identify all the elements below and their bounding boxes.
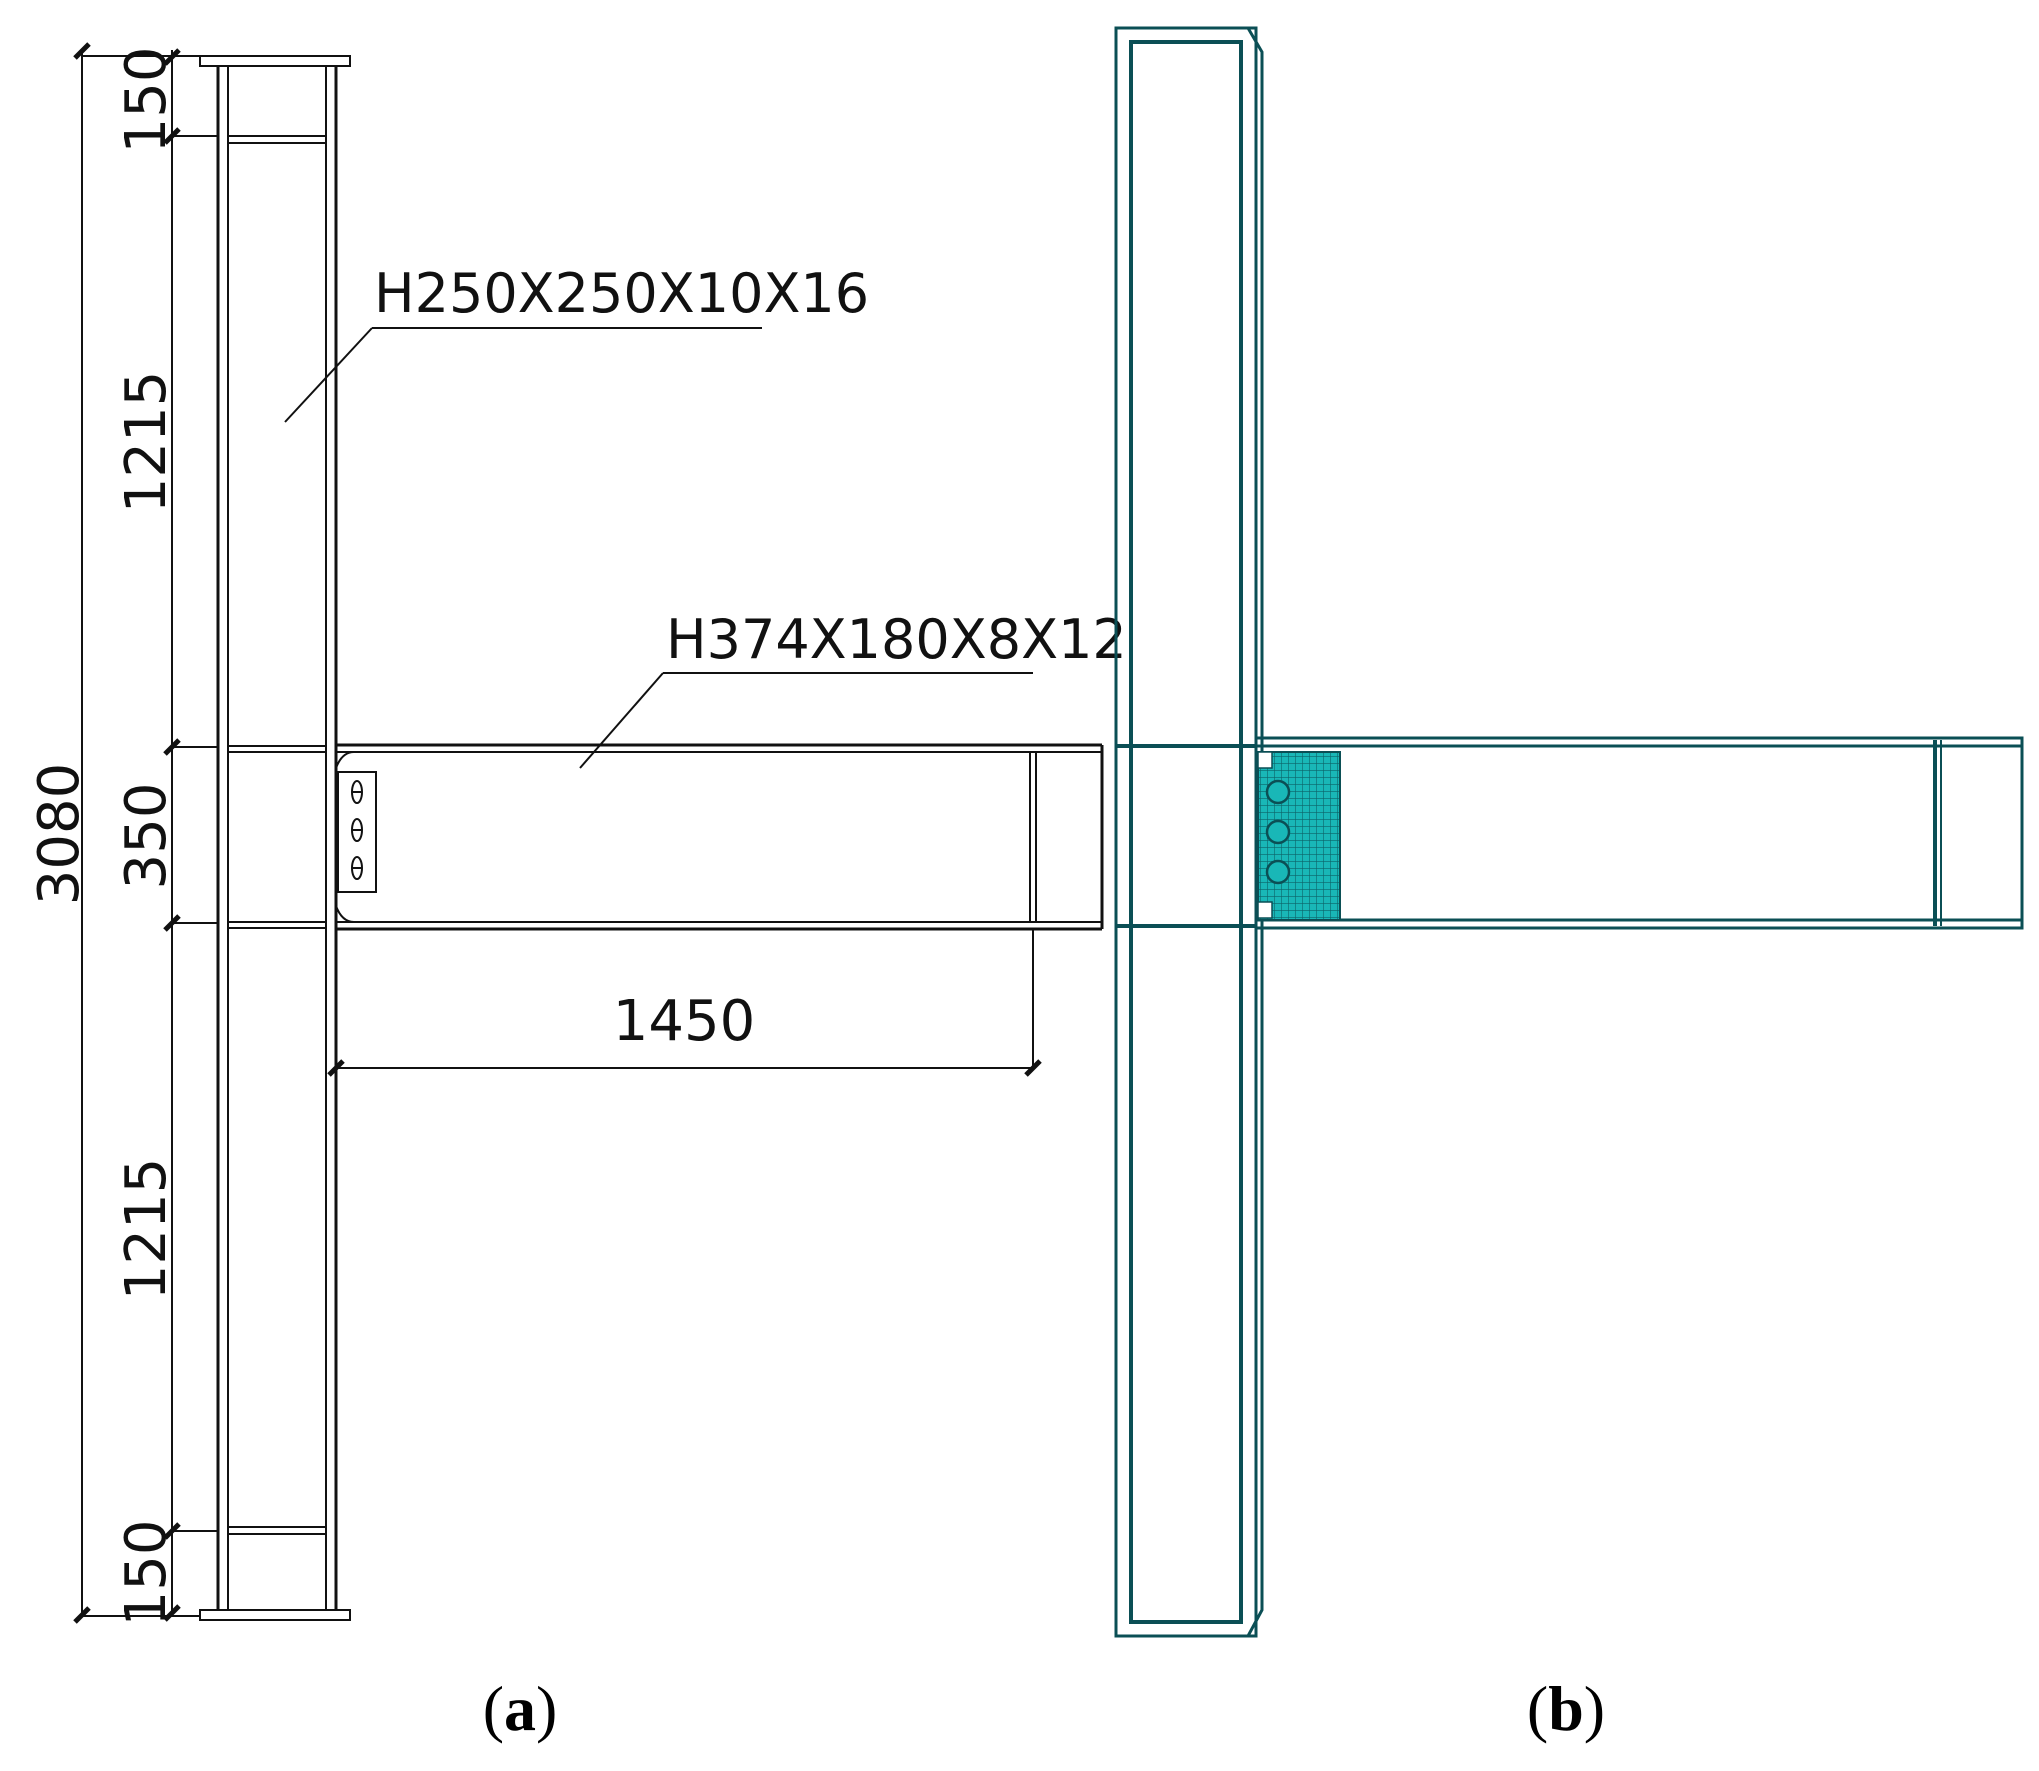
svg-text:H374X180X8X12: H374X180X8X12 xyxy=(666,608,1127,671)
svg-text:3080: 3080 xyxy=(27,763,92,906)
panel-a-caption: (a) xyxy=(483,1673,558,1744)
svg-text:1215: 1215 xyxy=(114,371,179,514)
panel-b-mesh: (b) xyxy=(1114,26,2024,1744)
svg-text:1450: 1450 xyxy=(613,989,756,1054)
svg-text:1215: 1215 xyxy=(114,1158,179,1301)
panel-a-drawing: H250X250X10X16 H374X180X8X12 3080 xyxy=(27,42,1127,1744)
segment-dimensions: 150 1215 350 1215 150 xyxy=(114,47,218,1627)
column-drawing xyxy=(199,55,351,1621)
shear-tab xyxy=(337,771,377,893)
bolt-icon xyxy=(351,780,363,880)
bolt-icon xyxy=(1265,779,1291,885)
svg-text:350: 350 xyxy=(114,783,179,890)
column-mesh xyxy=(1114,26,1264,1638)
svg-text:H250X250X10X16: H250X250X10X16 xyxy=(374,262,869,325)
beam-section-label: H374X180X8X12 xyxy=(579,608,1127,769)
svg-text:150: 150 xyxy=(114,1520,179,1627)
column-section-label: H250X250X10X16 xyxy=(284,262,869,423)
panel-b-caption: (b) xyxy=(1527,1673,1605,1744)
svg-text:150: 150 xyxy=(114,47,179,154)
beam-drawing xyxy=(335,743,1104,931)
beam-mesh xyxy=(1254,736,2024,930)
total-height-dimension: 3080 xyxy=(27,42,200,1624)
beam-length-dimension: 1450 xyxy=(327,929,1042,1077)
